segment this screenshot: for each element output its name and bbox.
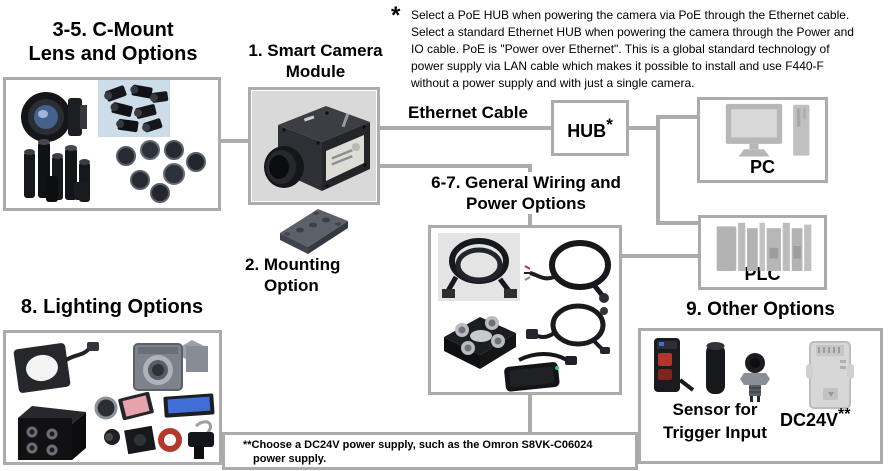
- sensor-label-line1: Sensor for: [672, 400, 758, 419]
- ac-adapter-photo: [495, 350, 583, 392]
- line-branch-vertical: [656, 115, 660, 225]
- power-io-cable-photo: [524, 233, 616, 305]
- filters-photo: [108, 140, 206, 204]
- sensor-label-line2: Trigger Input: [663, 423, 767, 442]
- poe-note-line2: Select a standard Ethernet HUB when powe…: [411, 25, 854, 39]
- cmount-title-line2: Lens and Options: [28, 43, 198, 65]
- io-cable-photo: [524, 297, 616, 357]
- other-options-title: 9. Other Options: [686, 299, 835, 320]
- poe-note-line5: without a power supply and with just a s…: [411, 76, 695, 90]
- smart-camera-photo: [252, 91, 376, 201]
- ring-light-photo: [12, 338, 104, 396]
- lens-photo: [12, 86, 94, 148]
- block-light-photo: [128, 334, 210, 396]
- extension-tubes-photo: [16, 136, 96, 206]
- line-hub-to-branch: [627, 126, 660, 130]
- mounting-plate-image: [262, 203, 352, 255]
- plc-icon: [709, 221, 819, 271]
- line-camera-to-hub: [378, 126, 553, 130]
- pc-box: PC: [697, 97, 828, 183]
- poe-note-line4: power supply via LAN cable which makes i…: [411, 59, 824, 73]
- light-controller-photo: [10, 398, 90, 460]
- lighting-section-title: 8. Lighting Options: [20, 296, 204, 318]
- dc24v-power-supply-photo: [798, 336, 860, 412]
- sensor-trigger-label: Sensor for Trigger Input: [645, 398, 785, 444]
- mounting-section-title: 2. Mounting Option: [245, 254, 340, 296]
- lens-kit-photo: [98, 80, 170, 137]
- cmount-title-line1: 3-5. C-Mount: [52, 19, 174, 41]
- plc-box: PLC: [698, 215, 827, 290]
- photoelectric-sensor-photo: [648, 334, 694, 400]
- mounting-title-line1: 2. Mounting: [245, 255, 341, 274]
- line-camera-to-wiring-h: [378, 164, 532, 168]
- line-cmount-to-camera: [219, 139, 250, 143]
- dc24v-note-line2: power supply.: [253, 453, 327, 465]
- mounting-title-line2: Option: [264, 276, 319, 295]
- ethernet-cable-label: Ethernet Cable: [408, 103, 528, 122]
- wiring-title-line1: 6-7. General Wiring and: [431, 173, 621, 192]
- dc24v-note-box: **Choose a DC24V power supply, such as t…: [222, 432, 638, 470]
- hub-asterisk: *: [606, 114, 613, 134]
- poe-note-line1: Select a PoE HUB when powering the camer…: [411, 8, 850, 22]
- line-wiring-to-plc: [620, 254, 700, 258]
- lighting-accessories-photo: [92, 392, 218, 462]
- dc24v-asterisks: **: [838, 406, 851, 423]
- terminal-block-photo: [434, 303, 522, 371]
- cmount-section-title: 3-5. C-Mount Lens and Options: [0, 18, 226, 66]
- line-branch-to-plc: [656, 221, 700, 225]
- camera-title-line1: 1. Smart Camera: [248, 41, 383, 60]
- camera-section-title: 1. Smart Camera Module: [238, 40, 393, 82]
- camera-title-line2: Module: [285, 62, 346, 81]
- wiring-section-title: 6-7. General Wiring and Power Options: [420, 172, 632, 214]
- cylindrical-sensor-photo: [702, 338, 730, 400]
- poe-note-text: Select a PoE HUB when powering the camer…: [411, 7, 881, 92]
- ethernet-cable-photo: [438, 233, 520, 301]
- hub-box: HUB*: [551, 100, 629, 156]
- poe-note-line3: IO cable. PoE is "Power over Ethernet". …: [411, 42, 830, 56]
- hub-label: HUB*: [567, 114, 613, 141]
- wiring-title-line2: Power Options: [466, 194, 586, 213]
- proximity-sensor-photo: [736, 352, 774, 402]
- line-branch-to-pc: [656, 115, 699, 119]
- dc24v-note-line1: **Choose a DC24V power supply, such as t…: [243, 439, 593, 451]
- pc-icon: [708, 102, 820, 162]
- line-wiring-to-bottom-v: [528, 393, 532, 434]
- poe-note-asterisk: *: [391, 2, 401, 29]
- pc-label: PC: [749, 157, 775, 177]
- dc24v-label: DC24V**: [780, 406, 851, 430]
